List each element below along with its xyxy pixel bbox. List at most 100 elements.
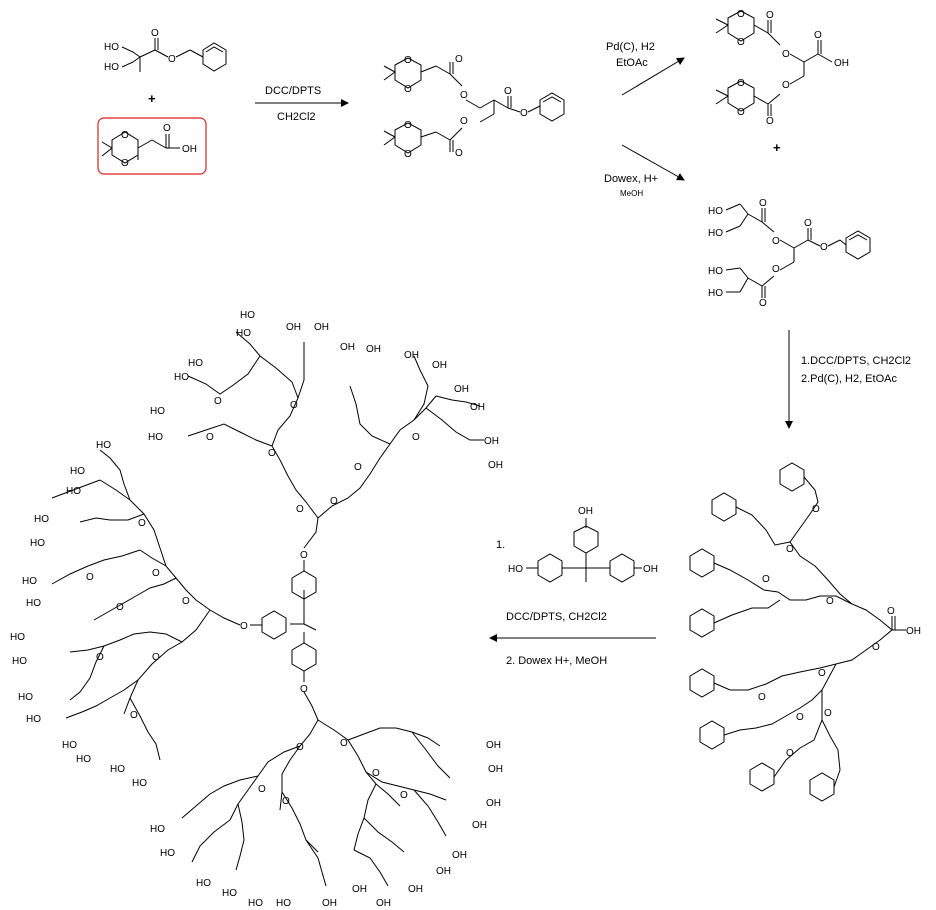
svg-text:O: O (504, 86, 512, 97)
svg-text:O: O (206, 432, 214, 443)
svg-text:HO: HO (104, 42, 119, 53)
svg-text:OH: OH (488, 764, 503, 775)
svg-text:O: O (151, 28, 159, 39)
svg-text:O: O (168, 54, 176, 65)
svg-text:HO: HO (236, 328, 251, 339)
svg-text:HO: HO (222, 888, 237, 899)
svg-text:O: O (152, 568, 160, 579)
svg-text:OH: OH (432, 360, 447, 371)
svg-text:HO: HO (160, 848, 175, 859)
svg-text:O: O (766, 116, 774, 127)
svg-text:O: O (290, 400, 298, 411)
svg-text:O: O (887, 606, 895, 617)
svg-text:O: O (152, 652, 160, 663)
svg-text:HO: HO (132, 778, 147, 789)
cond-step2a-bottom: EtOAc (616, 57, 648, 69)
svg-text:OH: OH (352, 884, 367, 895)
svg-text:O: O (824, 708, 832, 719)
svg-text:O: O (240, 621, 248, 632)
cond-step4-reagent: DCC/DPTS, CH2Cl2 (506, 611, 607, 623)
svg-text:HO: HO (276, 898, 291, 909)
svg-text:O: O (340, 738, 348, 749)
svg-text:OH: OH (376, 898, 391, 909)
svg-text:O: O (786, 748, 794, 759)
svg-text:OH: OH (408, 884, 423, 895)
svg-text:O: O (404, 55, 412, 66)
svg-text:O: O (296, 742, 304, 753)
svg-text:O: O (796, 712, 804, 723)
svg-text:O: O (330, 496, 338, 507)
svg-text:HO: HO (22, 576, 37, 587)
svg-text:O: O (804, 218, 812, 229)
svg-text:O: O (268, 448, 276, 459)
svg-text:HO: HO (150, 824, 165, 835)
acetonide-acid-reagent: O O O OH (97, 117, 207, 175)
svg-text:OH: OH (486, 798, 501, 809)
svg-text:O: O (182, 596, 190, 607)
svg-text:O: O (372, 768, 380, 779)
svg-text:O: O (300, 550, 308, 561)
svg-text:O: O (460, 116, 468, 127)
svg-text:O: O (404, 84, 412, 95)
cond-step1-top: DCC/DPTS (265, 85, 321, 97)
cond-step2a-top: Pd(C), H2 (606, 41, 655, 53)
svg-text:O: O (786, 544, 794, 555)
svg-text:OH: OH (906, 626, 921, 637)
svg-text:O: O (404, 120, 412, 131)
svg-text:O: O (759, 298, 767, 309)
svg-text:O: O (782, 80, 790, 91)
svg-text:OH: OH (182, 144, 197, 155)
svg-text:OH: OH (472, 820, 487, 831)
svg-text:OH: OH (314, 322, 329, 333)
svg-text:HO: HO (70, 466, 85, 477)
svg-text:O: O (772, 264, 780, 275)
arrow-step-2a (621, 57, 685, 96)
svg-text:OH: OH (452, 850, 467, 861)
svg-text:OH: OH (322, 898, 337, 909)
svg-text:O: O (762, 574, 770, 585)
svg-text:OH: OH (366, 344, 381, 355)
svg-text:O: O (86, 572, 94, 583)
svg-text:HO: HO (708, 228, 723, 239)
svg-text:O: O (812, 504, 820, 515)
svg-text:HO: HO (62, 740, 77, 751)
svg-text:O: O (138, 518, 146, 529)
svg-text:OH: OH (484, 436, 499, 447)
svg-text:O: O (96, 652, 104, 663)
trisphenol-reagent: OH HO OH (508, 506, 658, 583)
svg-text:HO: HO (30, 538, 45, 549)
svg-text:HO: HO (150, 406, 165, 417)
svg-text:HO: HO (196, 878, 211, 889)
svg-text:OH: OH (834, 58, 849, 69)
svg-text:HO: HO (708, 206, 723, 217)
svg-text:O: O (258, 784, 266, 795)
svg-text:O: O (121, 130, 129, 141)
svg-text:O: O (121, 158, 129, 169)
svg-text:O: O (737, 78, 745, 89)
cond-step1-bottom: CH2Cl2 (277, 111, 316, 123)
svg-text:HO: HO (508, 564, 523, 575)
svg-text:O: O (737, 9, 745, 20)
svg-text:O: O (282, 796, 290, 807)
svg-text:HO: HO (34, 514, 49, 525)
svg-text:HO: HO (96, 440, 111, 451)
svg-text:O: O (300, 684, 308, 695)
protected-g4-dendron-acid: OH O O O O O O O O O O O (689, 462, 921, 802)
svg-text:HO: HO (708, 288, 723, 299)
svg-text:HO: HO (188, 358, 203, 369)
svg-text:HO: HO (26, 714, 41, 725)
svg-text:HO: HO (10, 632, 25, 643)
svg-text:O: O (772, 236, 780, 247)
svg-text:O: O (296, 504, 304, 515)
svg-text:OH: OH (488, 460, 503, 471)
svg-text:OH: OH (436, 866, 451, 877)
svg-text:O: O (116, 602, 124, 613)
svg-text:OH: OH (643, 564, 658, 575)
plus-sign-1: + (148, 91, 156, 106)
svg-text:HO: HO (18, 692, 33, 703)
svg-text:HO: HO (104, 62, 119, 73)
svg-text:OH: OH (578, 506, 593, 517)
svg-text:HO: HO (76, 754, 91, 765)
svg-text:HO: HO (12, 656, 27, 667)
